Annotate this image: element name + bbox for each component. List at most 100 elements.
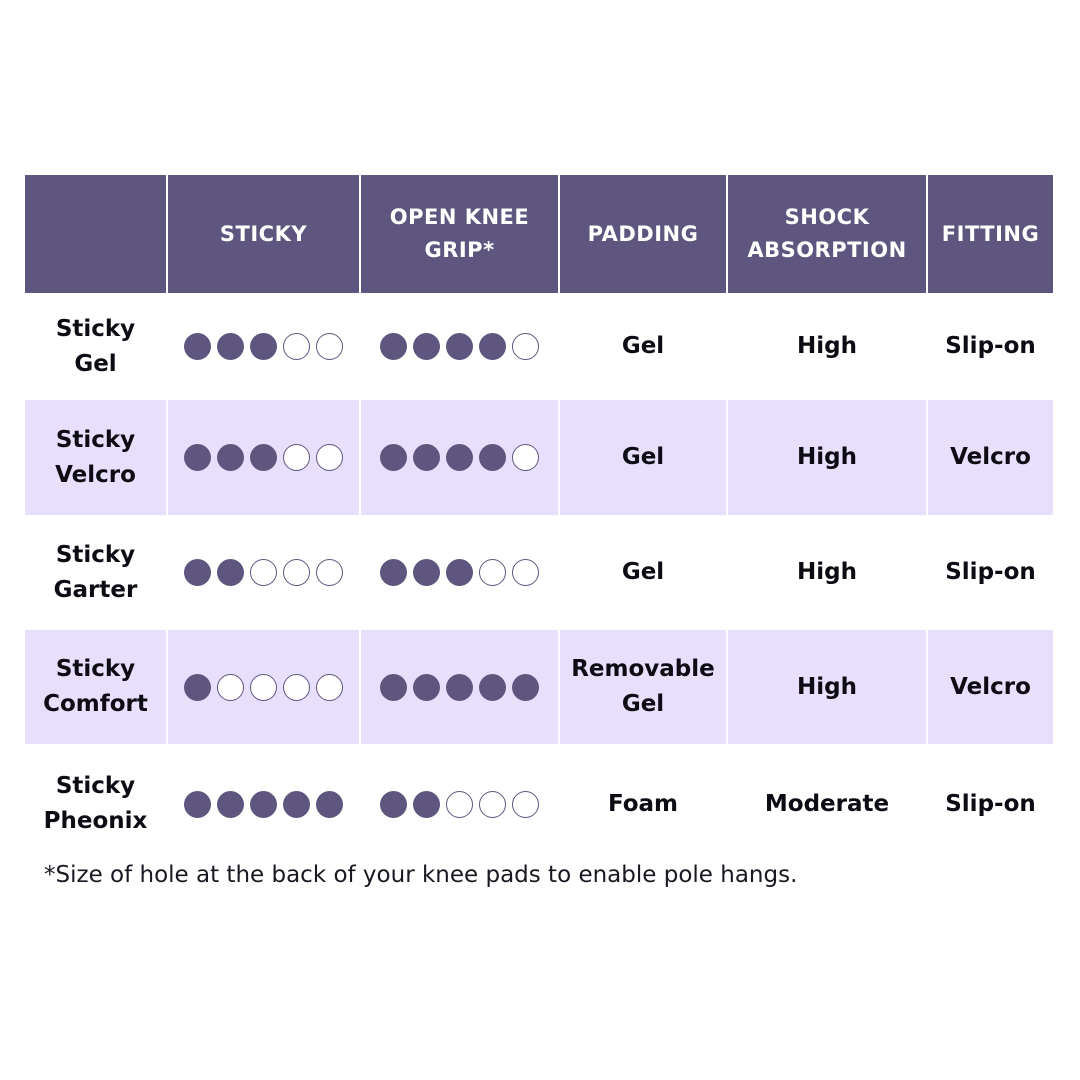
comparison-table: STICKY OPEN KNEE GRIP* PADDING SHOCK ABS…	[25, 175, 1053, 864]
header-cell-grip: OPEN KNEE GRIP*	[361, 175, 558, 293]
grip-rating	[361, 744, 558, 864]
filled-dot-icon	[380, 559, 407, 586]
sticky-rating	[168, 400, 359, 515]
rating-dots	[380, 444, 539, 471]
table-row: Sticky Pheonix Foam Moderate Slip-on	[25, 744, 1051, 864]
empty-dot-icon	[316, 559, 343, 586]
filled-dot-icon	[413, 333, 440, 360]
filled-dot-icon	[479, 333, 506, 360]
empty-dot-icon	[283, 333, 310, 360]
grip-rating	[361, 400, 558, 515]
fitting-value: Velcro	[928, 630, 1053, 744]
filled-dot-icon	[217, 444, 244, 471]
sticky-rating	[168, 744, 359, 864]
product-name: Sticky Garter	[53, 541, 138, 603]
filled-dot-icon	[446, 559, 473, 586]
padding-value: Foam	[607, 790, 679, 817]
sticky-rating	[168, 293, 359, 400]
grip-rating	[361, 515, 558, 630]
filled-dot-icon	[217, 790, 244, 818]
product-name: Sticky Comfort	[25, 630, 166, 744]
header-cell-product	[25, 175, 166, 293]
empty-dot-icon	[479, 790, 506, 818]
filled-dot-icon	[250, 444, 277, 471]
filled-dot-icon	[217, 333, 244, 360]
filled-dot-icon	[446, 444, 473, 471]
filled-dot-icon	[217, 559, 244, 586]
empty-dot-icon	[512, 444, 539, 471]
filled-dot-icon	[413, 559, 440, 586]
fitting-value: Velcro	[928, 400, 1053, 515]
footnote: *Size of hole at the back of your knee p…	[44, 862, 798, 888]
empty-dot-icon	[283, 444, 310, 471]
filled-dot-icon	[380, 333, 407, 360]
empty-dot-icon	[316, 333, 343, 360]
filled-dot-icon	[380, 790, 407, 818]
shock-value: High	[728, 400, 926, 515]
empty-dot-icon	[217, 673, 244, 701]
padding-value: Gel	[560, 400, 726, 515]
rating-dots	[380, 559, 539, 586]
filled-dot-icon	[446, 333, 473, 360]
filled-dot-icon	[283, 790, 310, 818]
filled-dot-icon	[479, 444, 506, 471]
rating-dots	[380, 673, 539, 701]
rating-dots	[184, 559, 343, 586]
shock-value: High	[728, 630, 926, 744]
empty-dot-icon	[283, 559, 310, 586]
filled-dot-icon	[184, 673, 211, 701]
product-name: Sticky Velcro	[25, 400, 166, 515]
rating-dots	[184, 444, 343, 471]
filled-dot-icon	[250, 333, 277, 360]
padding-value: Gel	[621, 559, 665, 585]
filled-dot-icon	[479, 673, 506, 701]
header-cell-shock: SHOCK ABSORPTION	[728, 175, 926, 293]
rating-dots	[184, 333, 343, 360]
fitting-value: Slip-on	[945, 333, 1036, 359]
empty-dot-icon	[250, 559, 277, 586]
empty-dot-icon	[316, 444, 343, 471]
table-row: Sticky Garter Gel High Slip-on	[25, 515, 1051, 630]
filled-dot-icon	[413, 790, 440, 818]
filled-dot-icon	[184, 444, 211, 471]
rating-dots	[380, 790, 539, 818]
grip-rating	[361, 293, 558, 400]
product-name: Sticky Pheonix	[43, 773, 148, 834]
filled-dot-icon	[512, 673, 539, 701]
shock-value: High	[797, 559, 857, 585]
filled-dot-icon	[413, 673, 440, 701]
empty-dot-icon	[250, 673, 277, 701]
filled-dot-icon	[184, 333, 211, 360]
empty-dot-icon	[512, 790, 539, 818]
header-cell-sticky: STICKY	[168, 175, 359, 293]
header-cell-fitting: FITTING	[928, 175, 1053, 293]
rating-dots	[184, 790, 343, 818]
sticky-rating	[168, 630, 359, 744]
filled-dot-icon	[184, 790, 211, 818]
empty-dot-icon	[512, 333, 539, 360]
padding-value: Removable Gel	[560, 630, 726, 744]
empty-dot-icon	[512, 559, 539, 586]
filled-dot-icon	[380, 673, 407, 701]
fitting-value: Slip-on	[945, 559, 1036, 585]
product-name: Sticky Gel	[55, 315, 136, 377]
filled-dot-icon	[380, 444, 407, 471]
rating-dots	[380, 333, 539, 360]
filled-dot-icon	[446, 673, 473, 701]
filled-dot-icon	[316, 790, 343, 818]
empty-dot-icon	[283, 673, 310, 701]
shock-value: Moderate	[764, 790, 890, 817]
fitting-value: Slip-on	[945, 790, 1036, 817]
header-cell-padding: PADDING	[560, 175, 726, 293]
empty-dot-icon	[446, 790, 473, 818]
filled-dot-icon	[184, 559, 211, 586]
header-row: STICKY OPEN KNEE GRIP* PADDING SHOCK ABS…	[25, 175, 1053, 293]
rating-dots	[184, 673, 343, 701]
grip-rating	[361, 630, 558, 744]
sticky-rating	[168, 515, 359, 630]
padding-value: Gel	[621, 333, 665, 359]
filled-dot-icon	[413, 444, 440, 471]
